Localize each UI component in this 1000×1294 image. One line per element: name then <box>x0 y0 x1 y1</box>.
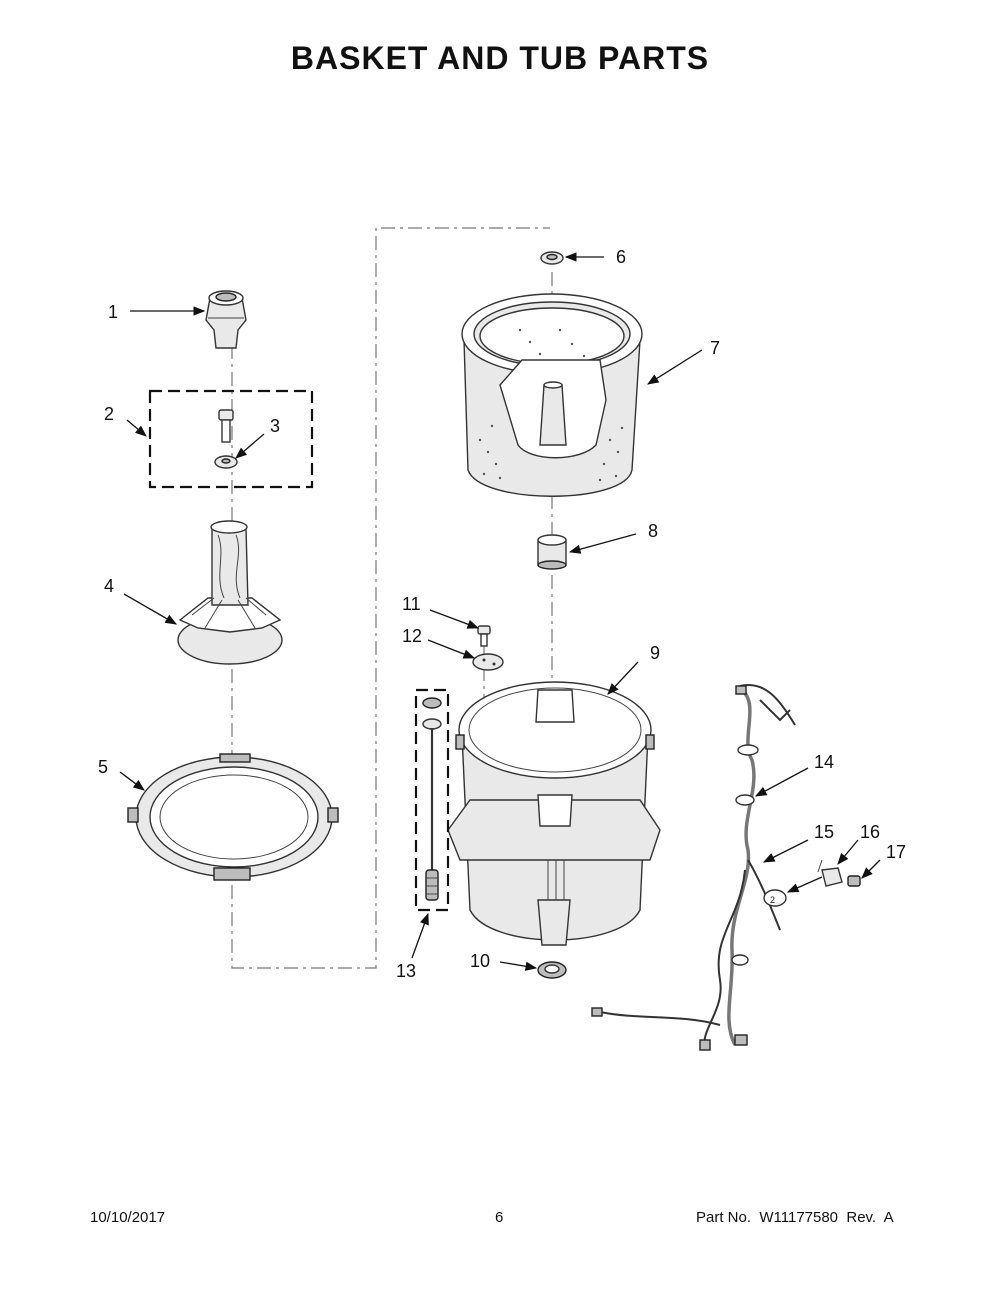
callout-2: 2 <box>104 404 114 424</box>
part-1-cap <box>205 290 247 349</box>
callout-13: 13 <box>396 961 416 981</box>
part-16-clamp <box>817 859 843 887</box>
part-9-tub <box>447 681 661 946</box>
part-6-nut <box>540 251 564 265</box>
part-8-hub <box>537 534 567 570</box>
clip-tag-label: 2 <box>770 895 775 905</box>
footer-page-number: 6 <box>495 1209 504 1226</box>
part-3-washer <box>214 455 238 469</box>
part-10-seal <box>537 961 567 979</box>
footer-part-number: Part No. W11177580 Rev. A <box>696 1209 894 1226</box>
callout-leaders <box>119 252 881 971</box>
callout-14: 14 <box>814 752 834 772</box>
part-17-screw <box>847 875 861 887</box>
callout-6: 6 <box>616 247 626 267</box>
callout-9: 9 <box>650 643 660 663</box>
callout-numbers: 1 2 3 4 5 6 7 8 9 10 11 12 13 14 15 16 1… <box>98 247 906 981</box>
callout-17: 17 <box>886 842 906 862</box>
callout-4: 4 <box>104 576 114 596</box>
page-title: BASKET AND TUB PARTS <box>290 40 710 76</box>
part-5-ring <box>127 753 339 881</box>
callout-7: 7 <box>710 338 720 358</box>
callout-1: 1 <box>108 302 118 322</box>
part-12-plate <box>472 653 504 671</box>
part-7-basket <box>461 293 643 497</box>
part-4-impeller <box>177 520 283 665</box>
part-15-clip-tag: 2 <box>763 889 787 907</box>
callout-15: 15 <box>814 822 834 842</box>
callout-10: 10 <box>470 951 490 971</box>
part-11-screw <box>477 625 491 647</box>
part-3-bolt <box>218 409 234 443</box>
callout-5: 5 <box>98 757 108 777</box>
footer-date: 10/10/2017 <box>90 1209 166 1226</box>
callout-16: 16 <box>860 822 880 842</box>
callout-11: 11 <box>402 594 421 614</box>
callout-3: 3 <box>270 416 280 436</box>
callout-12: 12 <box>402 626 422 646</box>
part-13-suspension-rod <box>422 697 442 901</box>
callout-8: 8 <box>648 521 658 541</box>
part-2-kit-box <box>148 389 314 489</box>
part-14-wire-harness <box>591 683 796 1051</box>
